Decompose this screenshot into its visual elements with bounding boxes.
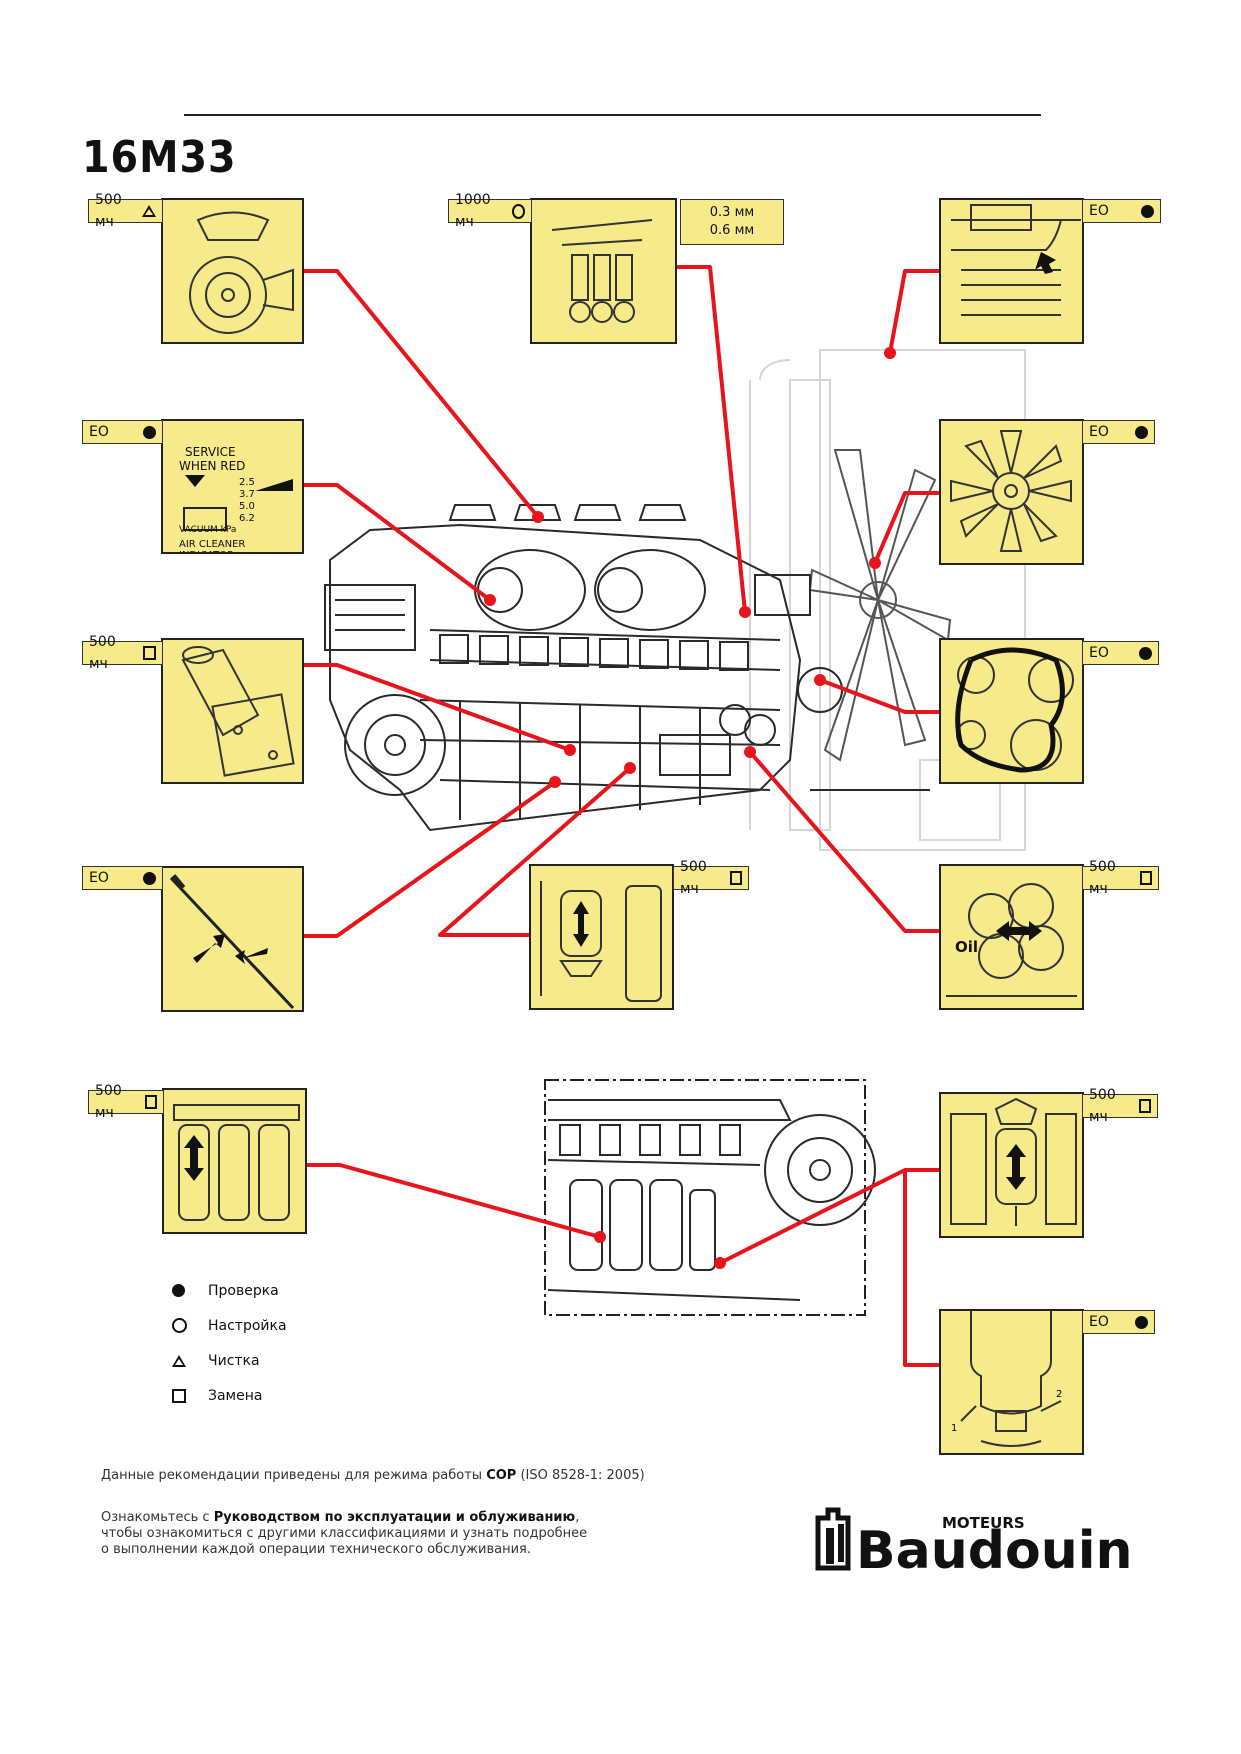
- arrow-right-icon: [235, 948, 268, 964]
- square-icon: [142, 646, 156, 660]
- panel-oil-filter: Oil: [939, 864, 1084, 1010]
- page-title: 16M33: [82, 132, 237, 183]
- interval-air-indicator: EO: [82, 420, 163, 444]
- dot-icon: [143, 425, 156, 439]
- interval-water-drain: EO: [1082, 1310, 1155, 1334]
- left-right-arrow-icon: [996, 921, 1042, 941]
- interval-dipstick: EO: [82, 866, 163, 890]
- interval-fuel-filters: 500 мч: [88, 1083, 164, 1121]
- square-icon: [1139, 871, 1152, 885]
- interval-centrifuge: 500 мч: [673, 859, 749, 897]
- interval-coolant: EO: [1082, 199, 1161, 223]
- indicator-window: [183, 507, 227, 531]
- panel-centrifuge: [529, 864, 674, 1010]
- exhaust-clearance: 0.6 мм: [709, 223, 755, 238]
- dot-icon: [172, 1284, 185, 1297]
- water-drain-illustration: 1 2: [951, 1311, 1062, 1447]
- dot-icon: [1135, 1315, 1148, 1329]
- dot-icon: [1139, 646, 1152, 660]
- ring-icon: [511, 203, 525, 219]
- oil-filter-illustration: [946, 883, 1077, 997]
- baudouin-logo-mark: MOTEURS Baudouin: [815, 1507, 1133, 1581]
- level-arrow-icon: [1035, 252, 1056, 274]
- dot-icon: [1141, 204, 1154, 218]
- header-rule: [184, 114, 1041, 116]
- scale-wedge-icon: [255, 479, 293, 491]
- interval-fan: EO: [1082, 420, 1155, 444]
- up-down-arrow-icon: [573, 901, 589, 947]
- callout-2: 2: [1056, 1389, 1062, 1400]
- triangle-icon: [172, 1354, 186, 1367]
- fuel-prefilter-illustration: [950, 1097, 1077, 1226]
- fan-illustration: [950, 430, 1072, 552]
- square-icon: [1138, 1099, 1151, 1113]
- dipstick-illustration: [169, 874, 295, 1010]
- indicator-caption: AIR CLEANER INDICATOR: [179, 539, 246, 552]
- centrifuge-illustration: [540, 881, 662, 1002]
- panel-fuel-filters: [162, 1088, 307, 1234]
- interval-air-filter: 500 мч: [88, 192, 163, 230]
- interval-oil-filter: 500 мч: [1082, 859, 1159, 897]
- fuel-filters-illustration: [173, 1104, 300, 1221]
- callout-1: 1: [951, 1423, 957, 1434]
- interval-belt: EO: [1082, 641, 1159, 665]
- arrow-left-icon: [193, 934, 225, 963]
- panel-dipstick: [161, 866, 304, 1012]
- panel-belt: [939, 638, 1084, 784]
- baudouin-logo: MOTEURS Baudouin: [814, 1506, 1154, 1581]
- legend-item-adjust: Настройка: [168, 1308, 287, 1343]
- interval-breather: 500 мч: [82, 634, 163, 672]
- square-icon: [729, 871, 742, 885]
- valve-clearance-box: 0.3 мм 0.6 мм: [680, 199, 784, 245]
- panel-coolant: [939, 198, 1084, 344]
- legend-item-check: Проверка: [168, 1273, 287, 1308]
- belt-illustration: [955, 647, 1074, 773]
- square-icon: [172, 1388, 186, 1403]
- intake-clearance: 0.3 мм: [709, 205, 755, 220]
- triangle-icon: [142, 205, 156, 217]
- up-down-arrow-icon: [184, 1135, 204, 1181]
- indicator-title-2: WHEN RED: [179, 459, 246, 473]
- breather-illustration: [181, 646, 295, 777]
- panel-fuel-prefilter: [939, 1092, 1084, 1238]
- indicator-vacuum: VACUUM kPa: [179, 525, 237, 535]
- logo-moteurs: MOTEURS: [942, 1514, 1025, 1532]
- legend: Проверка Настройка Чистка Замена: [168, 1273, 287, 1413]
- dot-icon: [143, 871, 156, 885]
- footer-note-mode: Данные рекомендации приведены для режима…: [101, 1468, 645, 1483]
- panel-water-drain: 1 2: [939, 1309, 1084, 1455]
- down-arrow-icon: [185, 475, 205, 487]
- square-icon: [144, 1095, 157, 1109]
- dot-icon: [1135, 425, 1148, 439]
- footer-note-manual: Ознакомьтесь с Руководством по эксплуата…: [101, 1510, 588, 1557]
- panel-air-filter: [161, 198, 304, 344]
- valve-illustration: [551, 219, 653, 323]
- oil-text: Oil: [955, 938, 979, 956]
- air-filter-illustration: [189, 211, 294, 334]
- legend-item-clean: Чистка: [168, 1343, 287, 1378]
- legend-item-replace: Замена: [168, 1378, 287, 1413]
- panel-breather: [161, 638, 304, 784]
- interval-fuel-prefilter: 500 мч: [1082, 1087, 1158, 1125]
- indicator-title-1: SERVICE: [185, 445, 236, 459]
- interval-valves: 1000 мч: [448, 192, 532, 230]
- up-down-arrow-icon: [1006, 1144, 1026, 1190]
- logo-baudouin: Baudouin: [856, 1521, 1133, 1574]
- panel-fan: [939, 419, 1084, 565]
- ring-icon: [172, 1318, 187, 1333]
- coolant-tank-illustration: [951, 204, 1081, 316]
- panel-valves: [530, 198, 677, 344]
